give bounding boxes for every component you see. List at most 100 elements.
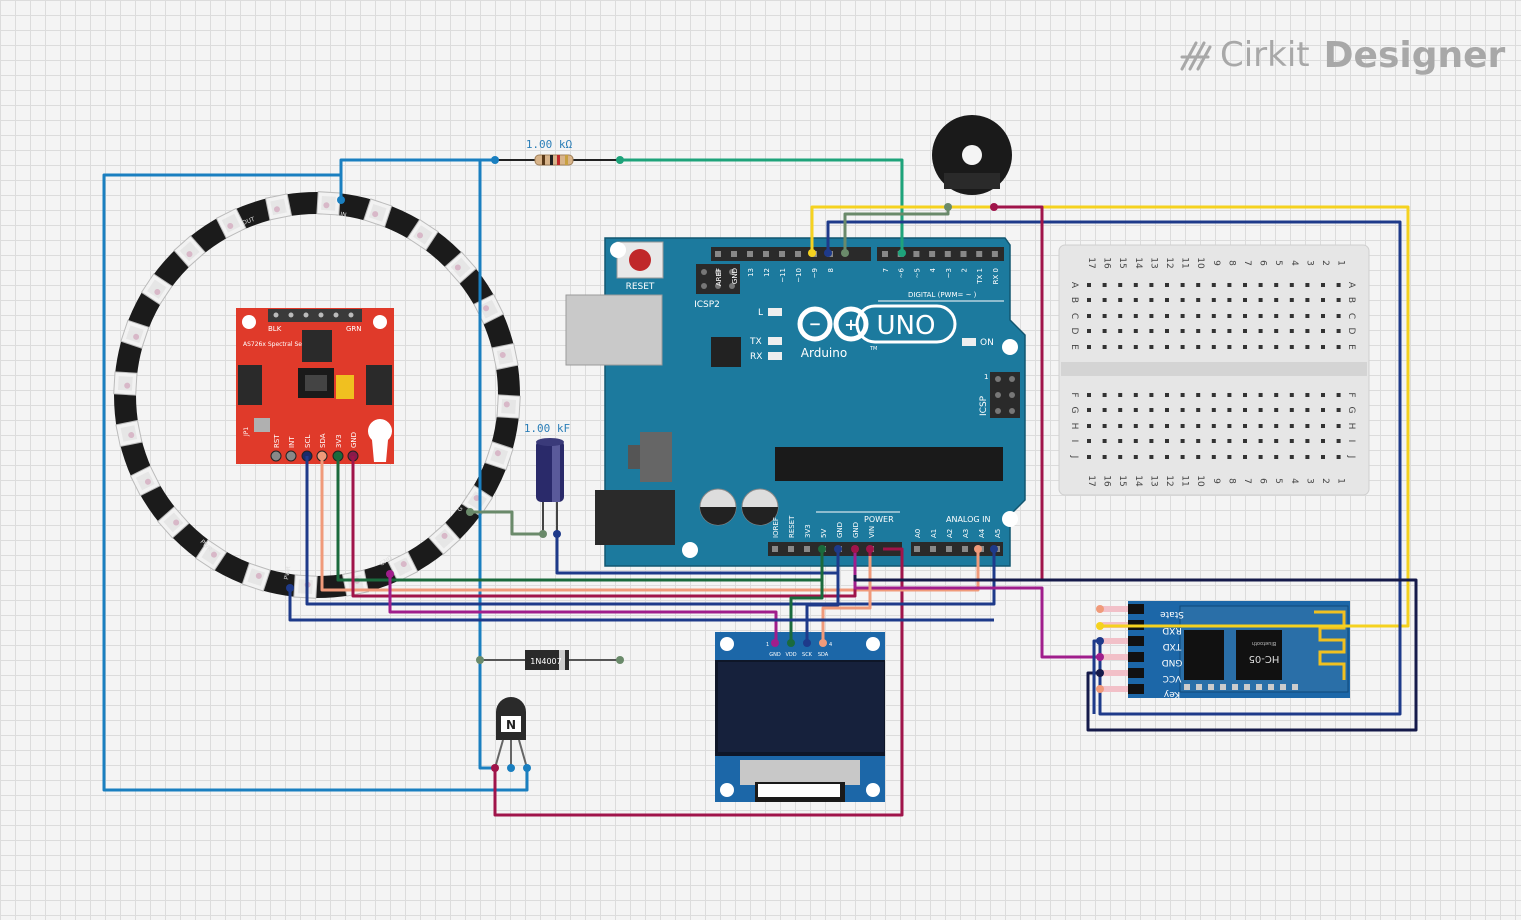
wire-endpoint[interactable] [539, 530, 547, 538]
wire-endpoint[interactable] [1096, 605, 1104, 613]
buzzer[interactable] [932, 115, 1012, 195]
wire[interactable] [478, 158, 495, 770]
wire-endpoint[interactable] [851, 545, 859, 553]
resistor[interactable]: 1.00 kΩ [495, 138, 620, 166]
arduino-uno[interactable]: RESET ICSP2 − + UNO Arduino TM L TX RX O… [565, 237, 1026, 567]
wire[interactable] [493, 547, 904, 817]
analog-label: ANALOG IN [946, 515, 991, 524]
breadboard-row-label: C [1069, 313, 1079, 319]
breadboard-row-label: J [1069, 455, 1079, 459]
digital-pin-label: 2 [961, 268, 969, 272]
atmega-chip [775, 447, 1003, 481]
neopixel-led [293, 574, 318, 599]
breadboard-col-label: 9 [1211, 478, 1221, 484]
wire-endpoint[interactable] [834, 545, 842, 553]
wire-endpoint[interactable] [944, 203, 952, 211]
trademark-label: TM [869, 346, 877, 352]
neopixel-led [496, 394, 521, 419]
power-label: POWER [864, 515, 894, 524]
wire[interactable] [805, 560, 840, 643]
wire-endpoint[interactable] [286, 584, 294, 592]
wire[interactable] [388, 574, 778, 643]
digital-label: DIGITAL (PWM= ~ ) [908, 291, 977, 299]
wire[interactable] [470, 510, 543, 536]
wire-endpoint[interactable] [476, 656, 484, 664]
wire-endpoint[interactable] [808, 249, 816, 257]
wire-endpoint[interactable] [491, 764, 499, 772]
wire[interactable] [853, 575, 1418, 732]
led-l-label: L [758, 308, 763, 318]
capacitor[interactable]: 1.00 kF [524, 422, 570, 534]
wire-endpoint[interactable] [337, 196, 345, 204]
wire-endpoint[interactable] [1096, 669, 1104, 677]
wire[interactable] [821, 556, 872, 643]
wire-endpoint[interactable] [507, 764, 515, 772]
breadboard-row-label: I [1069, 440, 1079, 443]
analog-pin-label: A5 [994, 529, 1002, 538]
icsp2-label: ICSP2 [694, 300, 720, 310]
icsp-one-label: 1 [984, 373, 988, 381]
hc05-chip-label: HC-05 [1249, 653, 1280, 664]
hc05-sub-label: Bluetooth [1252, 640, 1276, 646]
wire-endpoint[interactable] [491, 156, 499, 164]
breadboard-col-label: 4 [1289, 260, 1299, 266]
spectral-pin-label: SCL [304, 435, 312, 448]
neopixel-led [120, 319, 150, 349]
neopixel-led [363, 198, 393, 228]
breadboard[interactable]: 1717161615151414131312121111101099887766… [1058, 244, 1370, 496]
transistor[interactable]: N [494, 697, 528, 769]
wire-endpoint[interactable] [523, 764, 531, 772]
wire-endpoint[interactable] [990, 545, 998, 553]
wire[interactable] [288, 588, 994, 622]
wire[interactable] [826, 220, 1402, 716]
led-rx-label: RX [750, 352, 762, 362]
digital-pin-label: ~9 [811, 268, 819, 278]
breadboard-col-label: 15 [1117, 475, 1127, 486]
power-pin-label: 3V3 [804, 524, 812, 538]
wire-endpoint[interactable] [898, 249, 906, 257]
wire[interactable] [305, 456, 996, 606]
wire[interactable] [102, 173, 529, 792]
wire-endpoint[interactable] [616, 656, 624, 664]
reset-label: RESET [626, 282, 655, 292]
breadboard-col-label: 8 [1226, 260, 1236, 266]
diode[interactable]: 1N4007 [480, 650, 620, 670]
wire-endpoint[interactable] [866, 545, 874, 553]
breadboard-row-label: E [1069, 344, 1079, 350]
transistor-label: N [506, 718, 516, 732]
dc-jack [595, 490, 675, 545]
wire-endpoint[interactable] [1096, 685, 1104, 693]
wire-endpoint[interactable] [616, 156, 624, 164]
spectral-title: AS726x Spectral Sensor [243, 341, 316, 348]
wire-endpoint[interactable] [841, 249, 849, 257]
oled-pin-four-label: 4 [829, 642, 832, 648]
wire[interactable] [810, 205, 1410, 628]
breadboard-col-label: 12 [1164, 475, 1174, 486]
ring-label-in: IN [340, 211, 347, 219]
wire[interactable] [339, 158, 495, 200]
hc05-pin-label: State [1160, 609, 1184, 619]
wire-endpoint[interactable] [466, 508, 474, 516]
neopixel-led [195, 539, 228, 572]
icsp-label: ICSP [979, 395, 989, 416]
wire-endpoint[interactable] [1096, 622, 1104, 630]
wire-endpoint[interactable] [553, 530, 561, 538]
wire-endpoint[interactable] [824, 249, 832, 257]
power-pin-label: GND [836, 522, 844, 538]
breadboard-col-label: 13 [1148, 475, 1158, 486]
wire[interactable] [320, 456, 980, 592]
wire-endpoint[interactable] [818, 545, 826, 553]
wire-endpoint[interactable] [1096, 637, 1104, 645]
led-on-label: ON [980, 338, 994, 348]
neopixel-led [241, 562, 271, 592]
wire-endpoint[interactable] [974, 545, 982, 553]
breadboard-row-label: G [1069, 407, 1079, 414]
wire-endpoint[interactable] [990, 203, 998, 211]
wire-endpoint[interactable] [386, 570, 394, 578]
wire-endpoint[interactable] [1096, 653, 1104, 661]
breadboard-col-label: 3 [1304, 260, 1314, 266]
